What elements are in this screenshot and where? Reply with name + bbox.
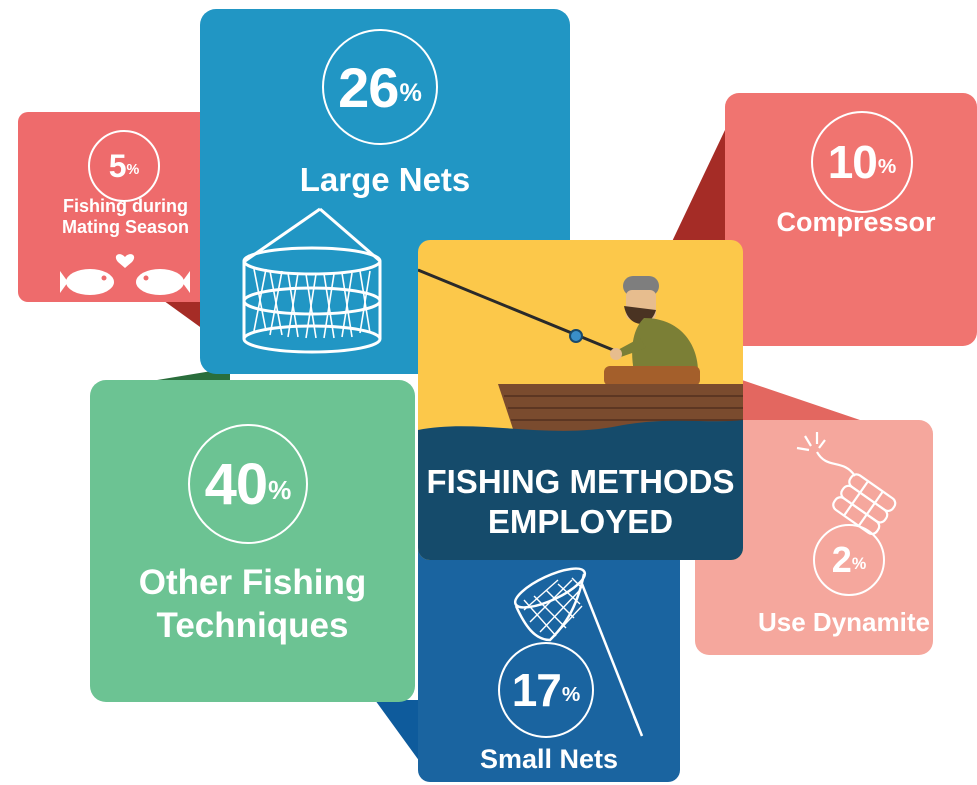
category-label: Other Fishing Techniques: [138, 563, 367, 645]
ribbon-dynamite: [742, 380, 860, 420]
percent-sign: %: [851, 554, 867, 573]
percent-value: 5: [108, 147, 127, 184]
percent-value: 2: [831, 539, 852, 580]
fisherman-icon: [604, 276, 700, 386]
percent-sign: %: [268, 475, 292, 506]
percent-circle: 5%: [88, 130, 160, 202]
card-mating-season: 5% Fishing during Mating Season: [18, 112, 233, 302]
category-label: Small Nets: [479, 744, 619, 774]
card-small-nets: 17% Small Nets: [418, 530, 680, 782]
percent-sign: %: [399, 78, 422, 107]
category-label: Compressor: [776, 207, 936, 237]
boat-icon: [498, 384, 743, 432]
fisherman-illustration: [418, 268, 743, 560]
percent-circle: 40%: [188, 424, 308, 544]
percent-circle: 26%: [322, 29, 438, 145]
percent-circle: 10%: [811, 111, 913, 213]
percent-value: 17: [511, 664, 562, 716]
dynamite-icon: [796, 432, 897, 535]
percent-value: 26: [338, 55, 399, 119]
ribbon-small-nets: [375, 700, 420, 762]
card-compressor: 10% Compressor: [725, 93, 977, 346]
category-label: Large Nets: [299, 161, 471, 198]
percent-sign: %: [877, 155, 897, 179]
fish-trap-net-icon: [242, 207, 382, 354]
category-label: Use Dynamite: [758, 607, 930, 637]
center-title-card: FISHING METHODS EMPLOYED: [418, 240, 743, 560]
card-other-techniques: 40% Other Fishing Techniques: [90, 380, 415, 702]
category-label: Fishing during Mating Season: [61, 196, 190, 237]
percent-sign: %: [126, 161, 140, 178]
landing-net-icon: [513, 567, 644, 737]
percent-circle: 17%: [498, 642, 594, 738]
kissing-fish-icon: [60, 254, 190, 295]
ribbon-compressor: [668, 130, 742, 250]
percent-sign: %: [561, 683, 581, 707]
percent-value: 40: [204, 451, 269, 517]
percent-value: 10: [827, 136, 878, 188]
percent-circle: 2%: [813, 524, 885, 596]
center-title: FISHING METHODS EMPLOYED: [426, 463, 735, 540]
